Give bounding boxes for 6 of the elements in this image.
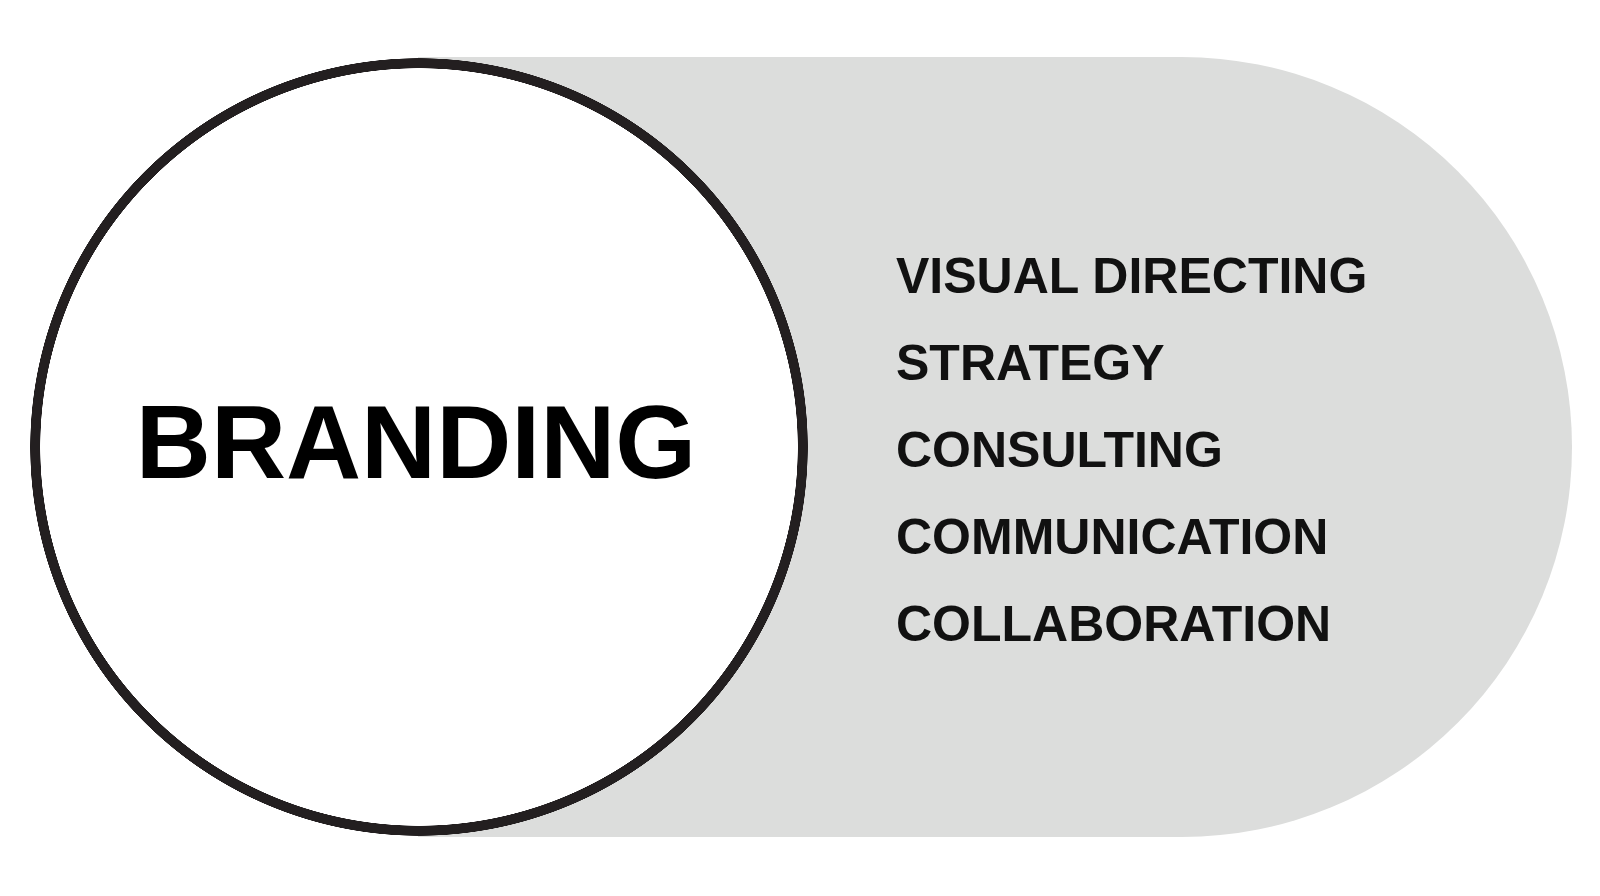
service-label: COMMUNICATION [896, 508, 1329, 567]
service-label: VISUAL DIRECTING [896, 247, 1368, 306]
service-label: STRATEGY [896, 334, 1165, 393]
heading-text: BRANDING [135, 384, 697, 500]
service-label: COLLABORATION [896, 595, 1332, 654]
service-label: CONSULTING [896, 421, 1223, 480]
